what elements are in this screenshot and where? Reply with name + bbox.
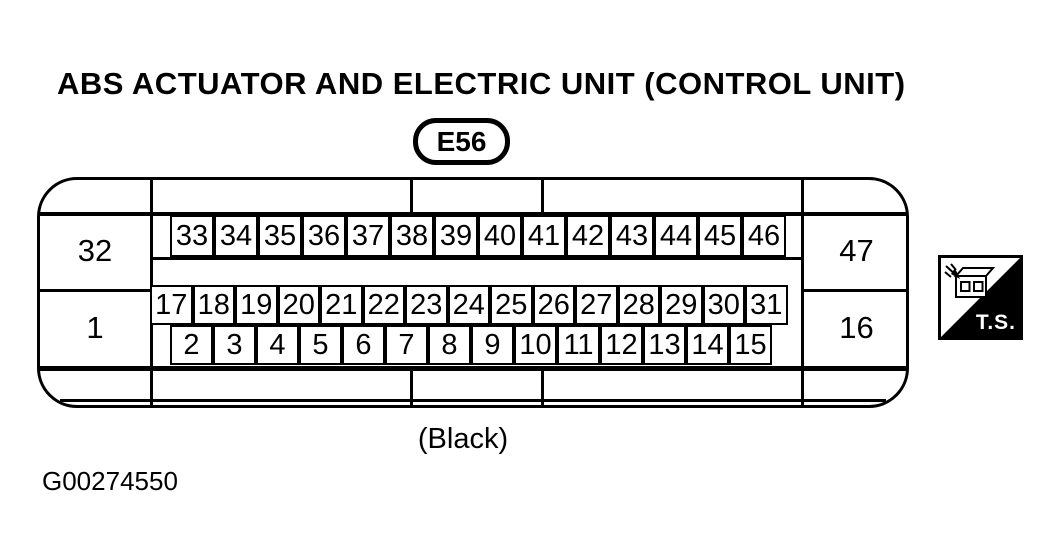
top-band-notch-line-1: [410, 180, 413, 212]
pin-cell-14: 14: [686, 325, 729, 365]
pin-cell-38: 38: [390, 215, 434, 257]
pin-cell-13: 13: [643, 325, 686, 365]
pin-cell-24: 24: [447, 285, 490, 325]
pin-cell-4: 4: [256, 325, 299, 365]
pin-cell-10: 10: [514, 325, 557, 365]
pin-cell-11: 11: [557, 325, 600, 365]
connector-id-label: E56: [436, 125, 487, 157]
pin-cell-32: 32: [77, 233, 113, 268]
left-cells-divider: [40, 289, 150, 292]
pin-cell-23: 23: [405, 285, 448, 325]
terminal-side-badge: T.S.: [938, 255, 1023, 340]
pin-cell-22: 22: [362, 285, 405, 325]
pin-cell-47: 47: [839, 233, 874, 268]
bottom-band-notch-line-2: [541, 371, 544, 405]
pin-cell-43: 43: [610, 215, 654, 257]
bottom-band-line: [40, 366, 906, 371]
pin-cell-2: 2: [170, 325, 213, 365]
pin-cell-42: 42: [566, 215, 610, 257]
pin-cell-46: 46: [742, 215, 786, 257]
pin-cell-21: 21: [320, 285, 363, 325]
top-band-line: [40, 212, 906, 216]
pin-cell-18: 18: [192, 285, 235, 325]
bottom-inner-line: [60, 399, 886, 402]
connector-color-note: (Black): [417, 423, 509, 455]
pin-cell-35: 35: [258, 215, 302, 257]
figure-number: G00274550: [42, 466, 178, 496]
pin-cell-41: 41: [522, 215, 566, 257]
pin-cell-36: 36: [302, 215, 346, 257]
pin-cell-25: 25: [490, 285, 533, 325]
pin-cell-15: 15: [729, 325, 772, 365]
upper-row-baseline: [150, 257, 804, 260]
pin-cell-45: 45: [698, 215, 742, 257]
pin-cell-31: 31: [745, 285, 788, 325]
pin-cell-30: 30: [702, 285, 745, 325]
top-band-notch-line-2: [541, 180, 544, 212]
pin-cell-8: 8: [428, 325, 471, 365]
pin-cell-19: 19: [235, 285, 278, 325]
pin-cell-3: 3: [213, 325, 256, 365]
bottom-band-notch-line-1: [410, 371, 413, 405]
pin-cell-26: 26: [532, 285, 575, 325]
pin-cell-1: 1: [86, 310, 104, 345]
pin-cell-9: 9: [471, 325, 514, 365]
pin-cell-27: 27: [575, 285, 618, 325]
pin-cell-37: 37: [346, 215, 390, 257]
right-cells-divider: [804, 289, 906, 292]
pin-cell-39: 39: [434, 215, 478, 257]
pin-cell-12: 12: [600, 325, 643, 365]
pin-cell-20: 20: [277, 285, 320, 325]
diagram-title: ABS ACTUATOR AND ELECTRIC UNIT (CONTROL …: [57, 66, 906, 101]
pin-cell-34: 34: [214, 215, 258, 257]
terminal-side-connector-icon: [944, 263, 996, 298]
pin-cell-16: 16: [839, 310, 874, 345]
pin-cell-17: 17: [150, 285, 193, 325]
pin-cell-6: 6: [342, 325, 385, 365]
terminal-side-label: T.S.: [975, 311, 1016, 334]
pin-cell-33: 33: [170, 215, 214, 257]
pin-cell-29: 29: [660, 285, 703, 325]
pin-cell-44: 44: [654, 215, 698, 257]
pin-cell-40: 40: [478, 215, 522, 257]
pin-cell-28: 28: [617, 285, 660, 325]
connector-id-badge: E56: [413, 118, 510, 165]
right-column-divider: [801, 180, 804, 405]
pin-cell-5: 5: [299, 325, 342, 365]
pin-cell-7: 7: [385, 325, 428, 365]
